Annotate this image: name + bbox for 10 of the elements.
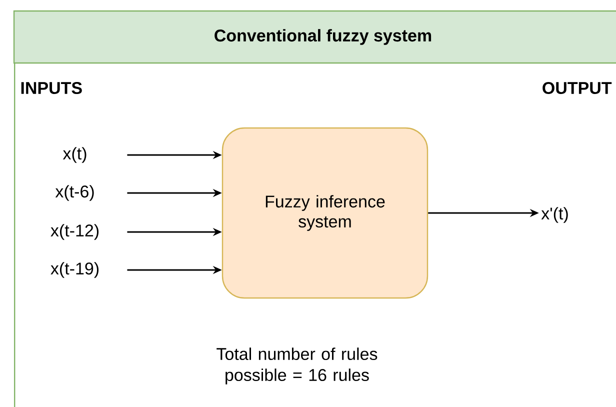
process-box: Fuzzy inference system	[222, 127, 428, 299]
input-signal: x(t-19)	[50, 262, 99, 278]
input-signal: x(t)	[62, 147, 86, 163]
panel-title: Conventional fuzzy system	[214, 29, 432, 45]
column-heading: INPUTS	[21, 82, 82, 94]
input-signal: x(t-12)	[50, 224, 99, 240]
column-heading: OUTPUT	[542, 82, 612, 94]
input-signal: x(t-6)	[55, 185, 94, 201]
note: Total number of rules possible = 16 rules	[216, 348, 378, 384]
output-signal: x'(t)	[541, 207, 568, 223]
